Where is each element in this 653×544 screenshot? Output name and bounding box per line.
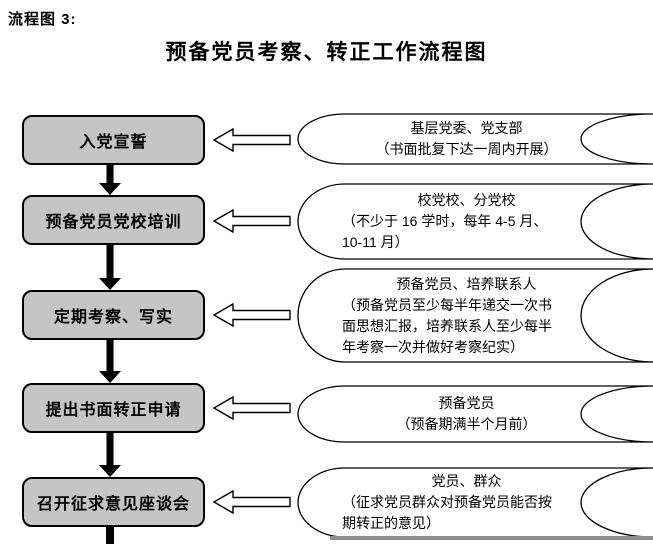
step-box-oath: 入党宣誓 <box>22 115 205 165</box>
down-arrow-icon <box>99 245 121 290</box>
note-actor: 党员、群众 <box>431 473 502 489</box>
step-label: 入党宣誓 <box>79 134 148 151</box>
step-label: 预备党员党校培训 <box>45 214 182 231</box>
step-label: 定期考察、写实 <box>53 309 173 326</box>
note-text: 党员、群众 （征求党员群众对预备党员能否按 期转正的意见） <box>297 467 653 538</box>
step-box-inspection: 定期考察、写实 <box>22 290 205 340</box>
down-arrow-icon <box>99 165 121 195</box>
note-text: 校党校、分党校 （不少于 16 学时，每年 4-5 月、 10-11 月） <box>297 183 653 260</box>
hollow-left-arrow-icon <box>213 302 291 328</box>
hollow-left-arrow-icon <box>213 127 291 153</box>
hollow-left-arrow-icon <box>213 208 291 234</box>
step-label: 提出书面转正申请 <box>45 402 182 419</box>
note-actor: 预备党员 <box>438 395 495 411</box>
down-arrow-stem-clipped <box>106 527 114 544</box>
step-label: 召开征求意见座谈会 <box>36 496 190 513</box>
page-title: 预备党员考察、转正工作流程图 <box>165 41 488 64</box>
hollow-left-arrow-icon <box>213 395 291 421</box>
note-text: 预备党员、培养联系人 （预备党员至少每半年递交一次书 面思想汇报，培养联系人至少… <box>297 268 653 363</box>
figure-label: 流程图 3: <box>8 11 77 28</box>
down-arrow-icon <box>99 433 121 477</box>
stored-data-shape <box>297 183 653 260</box>
note-shape-contacts: 预备党员、培养联系人 （预备党员至少每半年递交一次书 面思想汇报，培养联系人至少… <box>297 268 653 363</box>
step-box-symposium: 召开征求意见座谈会 <box>22 477 205 527</box>
note-detail: （书面批复下达一周内开展） <box>375 141 558 157</box>
note-text: 基层党委、党支部 （书面批复下达一周内开展） <box>297 113 653 165</box>
note-shape-masses: 党员、群众 （征求党员群众对预备党员能否按 期转正的意见） <box>297 467 653 538</box>
stored-data-shape <box>297 268 653 363</box>
note-shape-member: 预备党员 （预备期满半个月前） <box>297 385 653 443</box>
note-text: 预备党员 （预备期满半个月前） <box>297 385 653 443</box>
hollow-left-arrow-icon <box>213 489 291 515</box>
note-detail: （不少于 16 学时，每年 4-5 月、 10-11 月） <box>342 213 548 250</box>
stored-data-shape <box>297 113 653 165</box>
note-detail: （预备党员至少每半年递交一次书 面思想汇报，培养联系人至少每半 年考察一次并做好… <box>342 296 552 355</box>
note-shape-approval: 基层党委、党支部 （书面批复下达一周内开展） <box>297 113 653 165</box>
note-actor: 校党校、分党校 <box>417 192 516 208</box>
step-box-training: 预备党员党校培训 <box>22 195 205 245</box>
down-arrow-icon <box>99 340 121 383</box>
note-actor: 预备党员、培养联系人 <box>396 275 537 292</box>
shape-shadow <box>330 536 653 540</box>
step-box-application: 提出书面转正申请 <box>22 383 205 433</box>
note-detail: （征求党员群众对预备党员能否按 期转正的意见） <box>342 494 552 531</box>
note-actor: 基层党委、党支部 <box>410 120 523 136</box>
stored-data-shape <box>297 385 653 443</box>
note-shape-school: 校党校、分党校 （不少于 16 学时，每年 4-5 月、 10-11 月） <box>297 183 653 260</box>
note-detail: （预备期满半个月前） <box>396 416 537 432</box>
